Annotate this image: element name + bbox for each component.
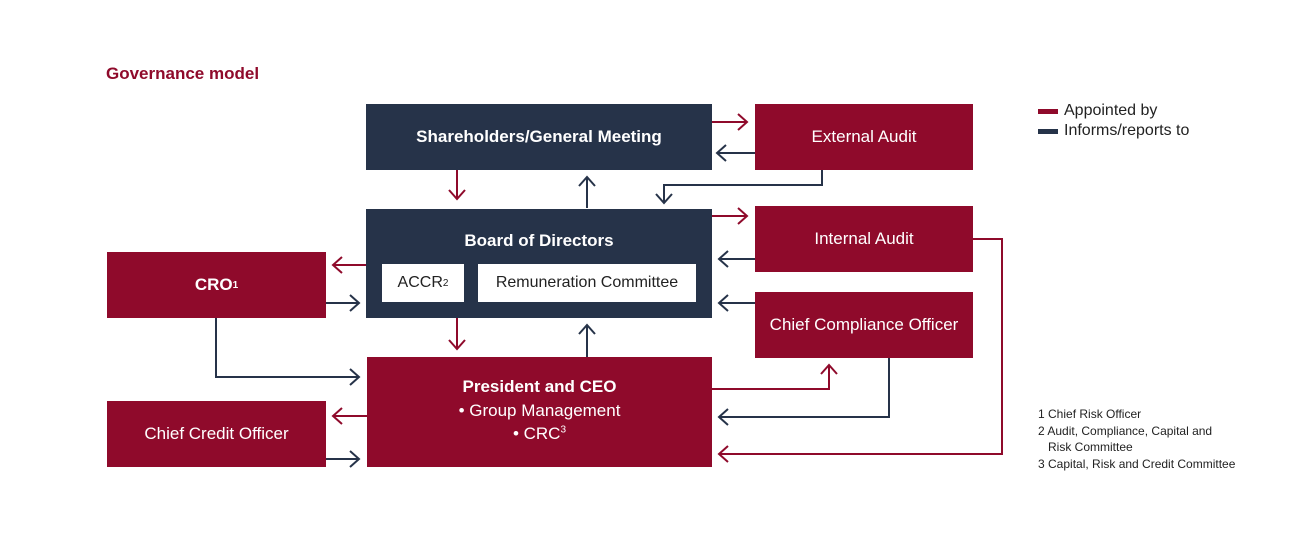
arrow-ceo-cco [712,366,830,390]
ceo-item-group-management: • Group Management [458,401,621,420]
accr-label: ACCR [397,274,443,291]
shareholders-node: Shareholders/General Meeting [366,104,712,170]
footnote-2: 2 Audit, Compliance, Capital and [1038,423,1213,438]
shareholders-label: Shareholders/General Meeting [416,127,662,146]
legend-label-informs: Informs/reports to [1064,122,1190,139]
footnote-1: 1 Chief Risk Officer [1038,407,1142,421]
arrow-external-audit-board [663,170,823,202]
legend-item-informs: Informs/reports to [1038,121,1189,141]
ceo-node: President and CEO • Group Management • C… [367,357,712,467]
accr-footnote-ref: 2 [442,277,449,289]
internal-audit-node: Internal Audit [755,206,973,272]
ceo-title: President and CEO [462,377,617,396]
arrow-cro-ceo [215,318,358,378]
remuneration-label: Remuneration Committee [495,274,679,291]
board-label: Board of Directors [464,231,614,250]
cro-label: CRO [194,275,233,294]
footnote-3: 3 Capital, Risk and Credit Committee [1038,456,1236,471]
diagram-title: Governance model [106,64,260,83]
cco-label: Chief Compliance Officer [769,315,959,334]
credit-officer-label: Chief Credit Officer [144,424,289,443]
credit-officer-node: Chief Credit Officer [107,401,326,467]
ceo-item-crc-label: • CRC [512,424,561,443]
arrow-cco-ceo [720,358,890,418]
internal-audit-label: Internal Audit [814,229,914,248]
external-audit-node: External Audit [755,104,973,170]
external-audit-label: External Audit [811,127,917,146]
remuneration-box: Remuneration Committee [478,264,696,302]
legend-item-appointed: Appointed by [1038,101,1189,121]
footnote-2-cont: Risk Committee [1048,440,1133,454]
cco-node: Chief Compliance Officer [755,292,973,358]
cro-footnote-ref: 1 [232,279,239,291]
ceo-item-crc: • CRC3 [367,424,712,444]
legend-label-appointed: Appointed by [1064,102,1158,119]
legend-swatch-informs [1038,128,1058,134]
legend: Appointed by Informs/reports to [1038,101,1189,141]
crc-footnote-ref: 3 [560,424,567,436]
arrow-internal-audit-ceo [720,238,1003,455]
footnotes: 1 Chief Risk Officer 2 Audit, Compliance… [1038,406,1235,472]
legend-swatch-appointed [1038,108,1058,114]
